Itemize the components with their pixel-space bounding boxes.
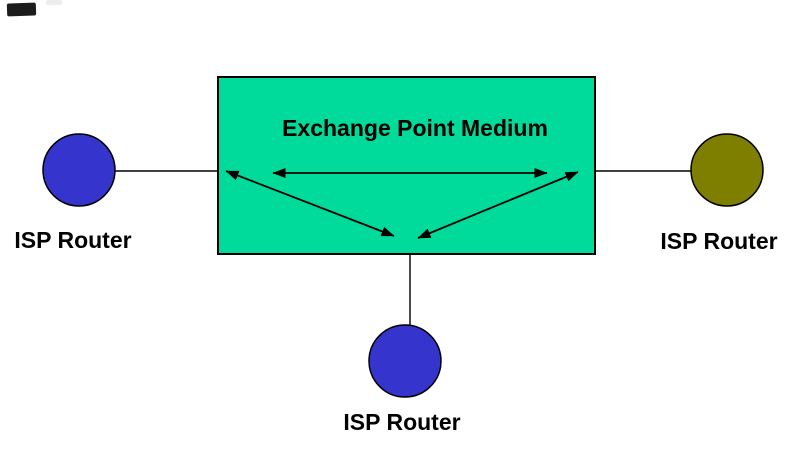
router-node-left [42, 133, 116, 207]
exchange-medium-box [217, 76, 596, 255]
arrow-diagonal-left-bidirectional [225, 170, 395, 237]
arrow-diagonal-right-bidirectional [417, 171, 579, 239]
router-label-bottom: ISP Router [343, 409, 461, 435]
exchange-medium-title: Exchange Point Medium [282, 115, 548, 141]
router-label-left: ISP Router [14, 227, 132, 253]
router-node-right [690, 133, 764, 207]
router-label-right: ISP Router [660, 228, 778, 254]
router-node-bottom [368, 324, 442, 398]
corner-smudge [46, 0, 62, 5]
